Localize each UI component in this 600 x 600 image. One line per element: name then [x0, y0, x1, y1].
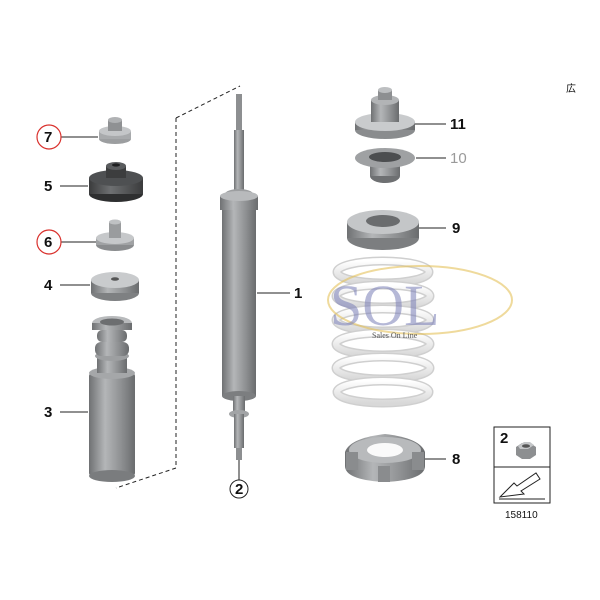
watermark-tagline: Sales On Line: [372, 331, 418, 340]
label-5: 5: [44, 178, 52, 195]
label-4: 4: [44, 277, 53, 294]
part-7-nut: [99, 117, 131, 144]
leader-lines: [60, 123, 446, 480]
label-8: 8: [452, 451, 460, 468]
arrow-symbol-icon: [498, 472, 545, 500]
label-7: 7: [44, 129, 52, 146]
inset-label-2: 2: [500, 430, 508, 447]
label-1: 1: [294, 285, 302, 302]
label-11: 11: [450, 116, 466, 133]
reference-number: 158110: [505, 510, 538, 521]
part-10-washer: [355, 148, 415, 183]
part-11-top-mount: [355, 87, 415, 139]
watermark-logo: SOL: [330, 273, 440, 338]
corner-mark: 広: [566, 82, 576, 95]
label-6: 6: [44, 234, 52, 251]
part-3-dust-boot: [89, 316, 135, 482]
label-3: 3: [44, 404, 52, 421]
label-9: 9: [452, 220, 460, 237]
part-9-upper-spring-seat: [347, 210, 419, 250]
hex-nut-icon: [516, 442, 536, 459]
sol-watermark: SOL Sales On Line: [327, 265, 513, 340]
inset-legend-box: 2 158110: [493, 426, 551, 521]
part-8-lower-spring-seat: [345, 434, 425, 482]
highlight-circle-6: [36, 229, 62, 255]
part-1-shock-absorber: [220, 94, 258, 460]
part-4-support-disc: [91, 272, 139, 301]
label-10: 10: [450, 150, 467, 167]
coil-spring: [331, 256, 435, 408]
part-6-bushing: [96, 219, 134, 251]
assembly-bracket: [115, 85, 241, 489]
part-5-rubber-mount: [89, 162, 143, 202]
label-2-circled: 2: [235, 481, 243, 498]
part-2-callout-circle: [229, 479, 249, 499]
highlight-circle-7: [36, 124, 62, 150]
